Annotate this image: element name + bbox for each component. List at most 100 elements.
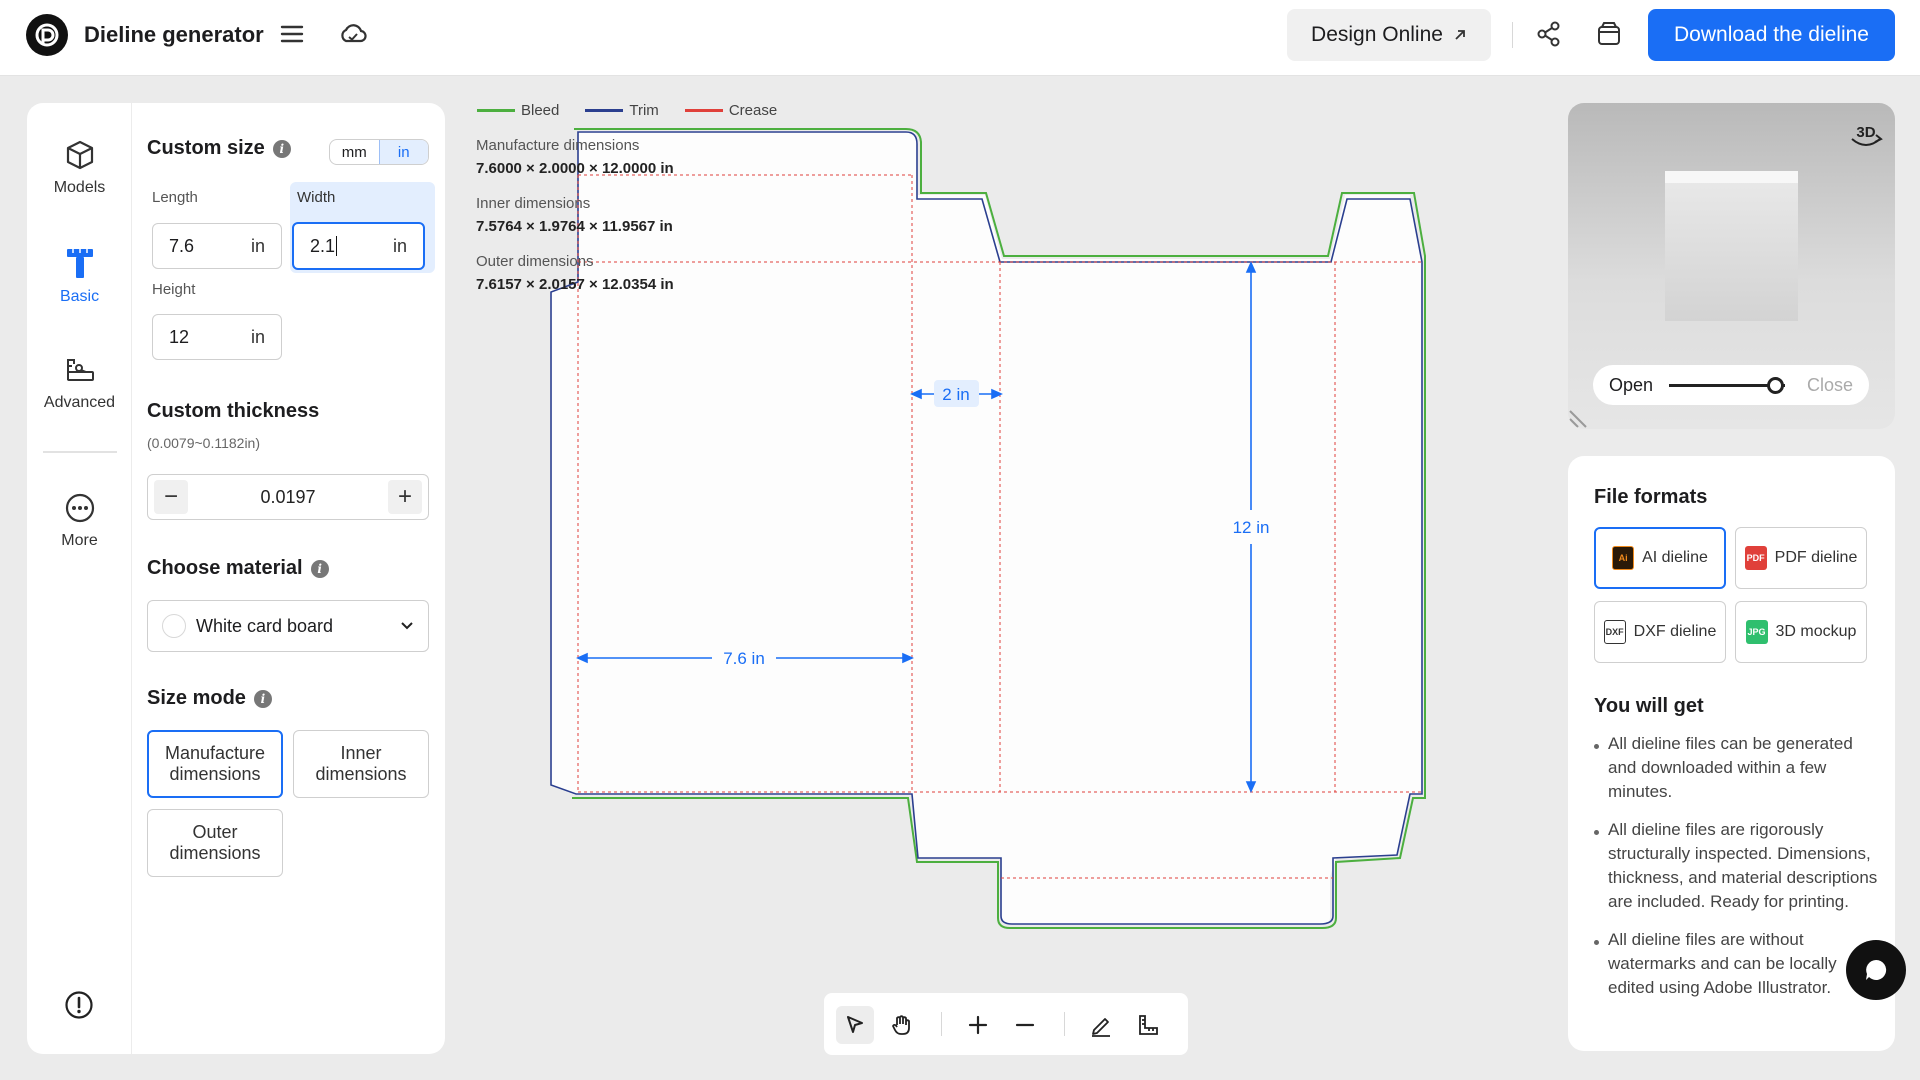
length-value: 7.6 [169, 235, 195, 256]
inner-dimensions-readout: Inner dimensions 7.5764 × 1.9764 × 11.95… [476, 195, 673, 235]
decrease-thickness-button[interactable]: − [154, 480, 188, 514]
pdf-file-icon: PDF [1744, 546, 1767, 570]
zoom-in-icon[interactable] [959, 1006, 997, 1044]
length-input[interactable]: 7.6 in [152, 223, 282, 269]
format-label: AI dieline [1642, 549, 1708, 566]
nav-item-basic[interactable]: Basic [27, 246, 132, 306]
material-swatch [162, 614, 186, 638]
nav-item-advanced[interactable]: Advanced [27, 354, 132, 412]
app-logo[interactable] [26, 14, 68, 56]
chevron-down-icon [401, 622, 413, 630]
fold-slider-track[interactable] [1669, 384, 1785, 387]
height-unit: in [250, 326, 265, 347]
nav-item-more[interactable]: More [27, 492, 132, 550]
dieline-panel-fill [550, 131, 1422, 924]
nav-label-advanced: Advanced [43, 394, 116, 411]
format-dxf-dieline[interactable]: DXF DXF dieline [1594, 601, 1726, 663]
format-3d-mockup[interactable]: JPG 3D mockup [1735, 601, 1867, 663]
dxf-file-icon: DXF [1603, 620, 1626, 644]
info-icon[interactable]: i [272, 139, 291, 158]
legend-trim: Trim [585, 102, 659, 119]
chat-support-button[interactable] [1846, 940, 1906, 1000]
benefit-item: All dieline files are rigorously structu… [1594, 818, 1884, 914]
feedback-alert-icon[interactable] [63, 989, 95, 1021]
cube-icon [66, 140, 93, 170]
hand-tool-icon[interactable] [883, 1006, 921, 1044]
thickness-range: (0.0079~0.1182in) [147, 435, 260, 451]
outer-dimensions-readout: Outer dimensions 7.6157 × 2.0157 × 12.03… [476, 253, 674, 293]
benefits-list: All dieline files can be generated and d… [1594, 732, 1884, 1014]
format-ai-dieline[interactable]: Ai AI dieline [1594, 527, 1726, 589]
toolbar-divider [1064, 1012, 1065, 1036]
height-value: 12 [169, 326, 190, 347]
download-dieline-button[interactable]: Download the dieline [1648, 9, 1895, 61]
size-mode-title: Size mode i [147, 687, 272, 710]
top-bar: Dieline generator Design Online Download… [0, 0, 1920, 76]
select-tool-icon[interactable] [836, 1006, 874, 1044]
chat-bubble-icon [1866, 959, 1887, 980]
canvas-toolbar [824, 993, 1188, 1055]
legend-label: Trim [629, 102, 659, 119]
width-label: Width [297, 189, 336, 206]
size-mode-outer[interactable]: Outer dimensions [147, 809, 283, 877]
box-3d-model [1665, 173, 1798, 321]
width-input[interactable]: 2.1 in [292, 222, 425, 270]
jpg-file-icon: JPG [1745, 620, 1768, 644]
custom-size-title-text: Custom size [147, 137, 265, 159]
more-icon [65, 493, 94, 523]
legend-label: Bleed [521, 102, 560, 119]
measure-tool-icon[interactable] [1129, 1006, 1167, 1044]
design-online-label: Design Online [1311, 23, 1443, 46]
size-mode-title-text: Size mode [147, 687, 246, 709]
ruler-t-icon [66, 249, 93, 278]
width-dimension-tag [934, 380, 979, 407]
nav-item-models[interactable]: Models [27, 139, 132, 197]
app-title: Dieline generator [84, 22, 264, 47]
cloud-icon[interactable] [337, 18, 369, 50]
resize-corner-icon[interactable] [1568, 391, 1606, 429]
format-pdf-dieline[interactable]: PDF PDF dieline [1735, 527, 1867, 589]
nav-label-basic: Basic [59, 288, 100, 305]
legend-label: Crease [728, 102, 778, 119]
height-input[interactable]: 12 in [152, 314, 282, 360]
share-icon[interactable] [1533, 18, 1565, 50]
menu-icon[interactable] [276, 18, 308, 50]
unit-option-in[interactable]: in [378, 140, 428, 164]
cart-icon[interactable] [1593, 18, 1625, 50]
legend-swatch [477, 109, 515, 112]
size-mode-inner[interactable]: Inner dimensions [293, 730, 429, 798]
size-mode-manufacture[interactable]: Manufacture dimensions [147, 730, 283, 798]
3d-preview-panel[interactable]: 3D Open Close [1568, 103, 1895, 429]
info-icon[interactable]: i [310, 559, 329, 578]
fold-slider-handle[interactable] [1767, 377, 1785, 394]
inner-dimensions-value: 7.5764 × 1.9764 × 11.9567 in [476, 218, 673, 235]
side-nav: Models Basic Advanced More [27, 103, 132, 1054]
benefit-item: All dieline files are without watermarks… [1594, 928, 1884, 1000]
unit-option-mm[interactable]: mm [341, 143, 367, 161]
material-select[interactable]: White card board [147, 600, 429, 652]
dimension-arrows [576, 261, 1257, 793]
legend-bleed: Bleed [477, 102, 559, 119]
nav-label-more: More [61, 532, 98, 549]
thickness-stepper: − 0.0197 + [147, 474, 429, 520]
format-label: DXF dieline [1633, 623, 1717, 640]
design-online-button[interactable]: Design Online [1287, 9, 1491, 61]
manufacture-dimensions-readout: Manufacture dimensions 7.6000 × 2.0000 ×… [476, 137, 674, 177]
increase-thickness-button[interactable]: + [388, 480, 422, 514]
you-will-get-title: You will get [1594, 695, 1704, 717]
zoom-out-icon[interactable] [1006, 1006, 1044, 1044]
length-label: Length [152, 189, 198, 206]
format-label: 3D mockup [1775, 623, 1857, 640]
manufacture-dimensions-value: 7.6000 × 2.0000 × 12.0000 in [476, 160, 674, 177]
ai-file-icon: Ai [1612, 546, 1635, 570]
rotate-3d-icon[interactable]: 3D [1846, 121, 1886, 155]
benefit-item: All dieline files can be generated and d… [1594, 732, 1884, 804]
info-icon[interactable]: i [253, 689, 272, 708]
outer-dimensions-label: Outer dimensions [476, 253, 594, 270]
pen-tool-icon[interactable] [1082, 1006, 1120, 1044]
thickness-value[interactable]: 0.0197 [260, 486, 316, 507]
logo-icon [35, 23, 59, 47]
